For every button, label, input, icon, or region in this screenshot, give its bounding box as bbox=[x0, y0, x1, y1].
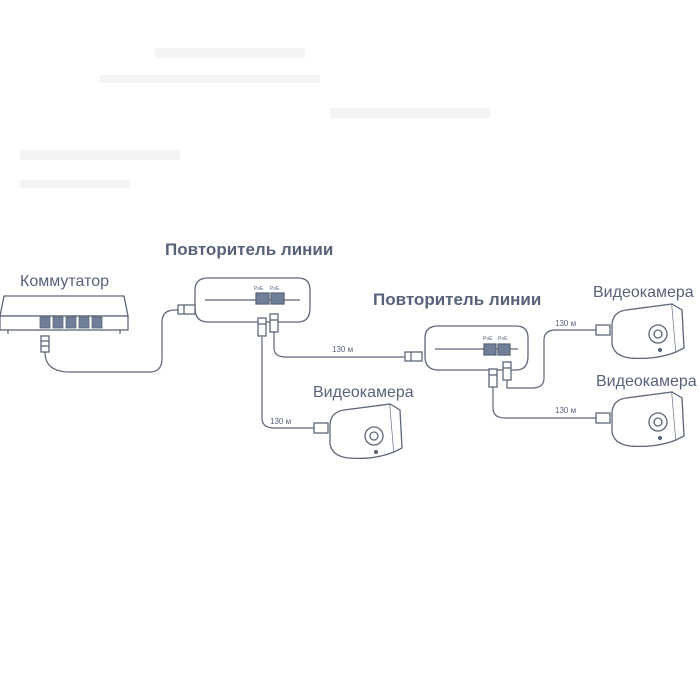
repeater2-plug-down bbox=[488, 368, 498, 388]
switch-device bbox=[0, 295, 129, 353]
repeater2-label: Повторитель линии bbox=[373, 290, 542, 309]
repeater1-plug-down bbox=[269, 313, 279, 333]
repeater2-plug-in bbox=[404, 351, 423, 362]
camera1-plug bbox=[313, 422, 329, 434]
camera1-device bbox=[313, 403, 403, 460]
background-decoration bbox=[330, 108, 490, 118]
repeater1-plug-in bbox=[177, 304, 196, 315]
background-decoration bbox=[20, 150, 180, 160]
switch-port bbox=[39, 316, 51, 329]
svg-text:PoE: PoE bbox=[498, 336, 508, 342]
switch-label: Коммутатор bbox=[20, 273, 110, 290]
background-decoration bbox=[100, 75, 320, 83]
cables bbox=[44, 309, 596, 429]
camera3-device bbox=[595, 391, 685, 448]
camera2-label: Видеокамера bbox=[593, 284, 694, 301]
svg-text:PoE: PoE bbox=[483, 336, 493, 342]
camera3-plug bbox=[595, 412, 611, 424]
repeater1-label: Повторитель линии bbox=[165, 240, 334, 259]
repeater2-body bbox=[424, 325, 529, 371]
repeater1-device: PoE PoE bbox=[177, 277, 311, 337]
switch-port bbox=[91, 316, 103, 329]
svg-text:PoE: PoE bbox=[270, 286, 280, 292]
cable-repeater2-to-camera3 bbox=[492, 387, 596, 419]
repeater1-plug-down bbox=[257, 317, 267, 337]
switch-body bbox=[0, 295, 129, 317]
switch-port bbox=[65, 316, 77, 329]
camera3-body bbox=[611, 391, 677, 448]
cable-repeater1-to-repeater2 bbox=[273, 332, 405, 358]
camera2-body bbox=[611, 303, 677, 360]
cable-length-label: 130 м bbox=[555, 406, 577, 415]
repeater1-port-in bbox=[255, 292, 270, 305]
repeater2-device: PoE PoE bbox=[404, 325, 529, 388]
cable-switch-to-repeater1 bbox=[44, 309, 195, 373]
camera3-label: Видеокамера bbox=[596, 373, 697, 390]
background-decoration bbox=[155, 48, 305, 58]
repeater2-port-in bbox=[483, 343, 497, 356]
switch-port bbox=[52, 316, 64, 329]
camera1-label: Видеокамера bbox=[313, 384, 414, 401]
repeater1-port-out bbox=[270, 292, 285, 305]
background-decoration bbox=[20, 180, 130, 188]
cable-repeater1-to-camera1 bbox=[261, 337, 314, 429]
cable-length-label: 130 м bbox=[332, 345, 354, 354]
cable-repeater2-to-camera2 bbox=[506, 329, 596, 389]
camera1-body bbox=[329, 403, 395, 460]
cable-length-label: 130 м bbox=[555, 319, 577, 328]
svg-text:PoE: PoE bbox=[254, 286, 264, 292]
switch-plug bbox=[40, 335, 50, 353]
switch-port bbox=[78, 316, 90, 329]
repeater2-port-out bbox=[497, 343, 511, 356]
repeater2-plug-down bbox=[502, 361, 512, 381]
cable-length-label: 130 м bbox=[270, 417, 292, 426]
camera2-plug bbox=[595, 324, 611, 336]
camera2-device bbox=[595, 303, 685, 360]
